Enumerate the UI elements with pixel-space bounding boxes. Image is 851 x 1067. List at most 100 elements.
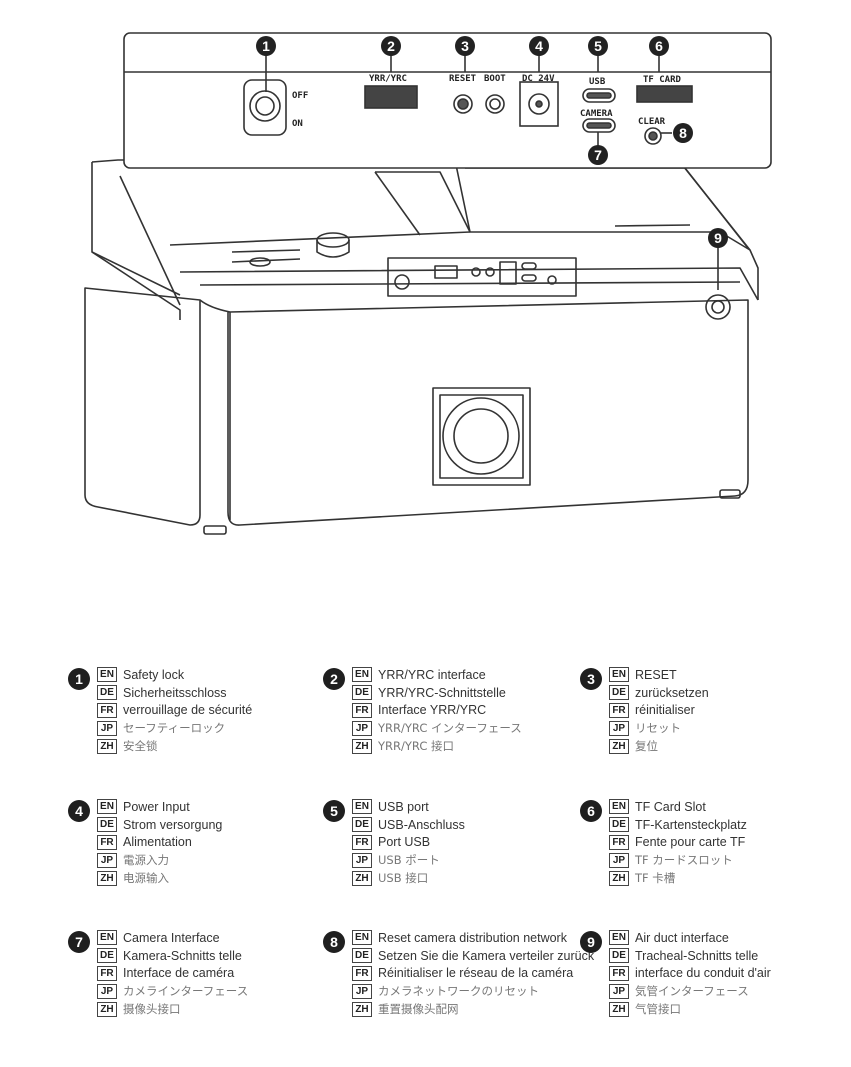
on-label: ON [292,119,303,129]
label-jp: セーフティーロック [123,721,226,736]
label-zh: 复位 [635,739,658,754]
dc-label: DC 24V [522,74,555,84]
label-en: YRR/YRC interface [378,667,486,682]
label-jp: USB ポート [378,853,440,868]
label-jp: カメラネットワークのリセット [378,984,539,999]
marker-5: 5 [588,36,608,56]
lang-tag-fr: FR [352,834,372,850]
label-zh: 摄像头接口 [123,1002,181,1017]
label-jp: YRR/YRC インターフェース [378,721,522,736]
label-zh: 重置摄像头配网 [378,1002,459,1017]
lang-tag-jp: JP [609,852,629,868]
lang-tag-en: EN [609,667,629,683]
svg-text:4: 4 [535,38,543,54]
off-label: OFF [292,91,308,101]
lang-tag-fr: FR [609,834,629,850]
label-fr: Interface de caméra [123,966,235,981]
lang-tag-jp: JP [609,720,629,736]
machine-left-side [84,287,201,526]
label-en: Power Input [123,799,190,814]
air-duct-connector [705,294,731,320]
label-zh: USB 接口 [378,871,429,886]
legend-number: 7 [68,931,90,953]
legend-number: 6 [580,800,602,822]
label-zh: TF 卡槽 [635,871,676,886]
reset-label: RESET [449,74,477,84]
label-de: YRR/YRC-Schnittstelle [378,685,506,700]
label-de: Tracheal-Schnitts telle [635,948,759,963]
svg-text:1: 1 [262,38,270,54]
panel-callout [123,32,772,169]
label-fr: Réinitialiser le réseau de la caméra [378,966,574,981]
lang-tag-fr: FR [97,965,117,981]
label-fr: interface du conduit d'air [635,966,771,981]
clear-label: CLEAR [638,117,666,127]
lang-tag-de: DE [609,948,629,964]
lang-tag-de: DE [352,948,372,964]
lang-tag-de: DE [352,685,372,701]
lang-tag-jp: JP [97,720,117,736]
label-fr: réinitialiser [635,703,695,718]
marker-8: 8 [673,123,693,143]
svg-text:6: 6 [655,38,663,54]
lang-tag-fr: FR [97,702,117,718]
legend-number: 5 [323,800,345,822]
boot-label: BOOT [484,74,506,84]
marker-1: 1 [256,36,276,56]
label-de: Strom versorgung [123,817,223,832]
legend-number: 3 [580,668,602,690]
lang-tag-de: DE [609,685,629,701]
lang-tag-zh: ZH [609,738,629,754]
label-fr: Interface YRR/YRC [378,703,487,718]
lang-tag-zh: ZH [609,870,629,886]
lang-tag-de: DE [97,817,117,833]
lang-tag-jp: JP [352,983,372,999]
label-de: zurücksetzen [635,685,709,700]
machine-top-outline [91,159,759,300]
lang-tag-de: DE [352,817,372,833]
label-fr: verrouillage de sécurité [123,703,253,718]
lang-tag-de: DE [609,817,629,833]
label-jp: カメラインターフェース [123,984,249,999]
marker-6: 6 [649,36,669,56]
label-de: TF-Kartensteckplatz [635,817,747,832]
label-en: Reset camera distribution network [378,930,567,945]
lang-tag-zh: ZH [352,1001,372,1017]
label-fr: Alimentation [123,835,192,850]
fan-grille [432,387,531,486]
label-zh: YRR/YRC 接口 [378,739,455,754]
label-de: Kamera-Schnitts telle [123,948,242,963]
marker-9: 9 [708,228,728,248]
lang-tag-zh: ZH [609,1001,629,1017]
legend-number: 4 [68,800,90,822]
lang-tag-zh: ZH [97,738,117,754]
tf-label: TF CARD [643,75,682,85]
lang-tag-en: EN [609,930,629,946]
lang-tag-de: DE [97,948,117,964]
label-de: USB-Anschluss [378,817,465,832]
camera-label: CAMERA [580,109,613,119]
legend-number: 8 [323,931,345,953]
svg-text:7: 7 [594,147,602,163]
lang-tag-jp: JP [609,983,629,999]
svg-text:3: 3 [461,38,469,54]
svg-text:2: 2 [387,38,395,54]
lang-tag-fr: FR [97,834,117,850]
lang-tag-fr: FR [609,965,629,981]
lang-tag-fr: FR [352,702,372,718]
lang-tag-en: EN [352,930,372,946]
lang-tag-jp: JP [97,983,117,999]
lang-tag-en: EN [609,799,629,815]
label-zh: 电源输入 [123,871,169,886]
marker-7: 7 [588,145,608,165]
lang-tag-jp: JP [352,852,372,868]
label-jp: リセット [635,721,681,736]
label-en: RESET [635,667,677,682]
lang-tag-jp: JP [352,720,372,736]
yrr-label: YRR/YRC [369,74,407,84]
label-en: Air duct interface [635,930,729,945]
svg-text:5: 5 [594,38,602,54]
usb-label: USB [589,77,606,87]
lang-tag-en: EN [352,667,372,683]
